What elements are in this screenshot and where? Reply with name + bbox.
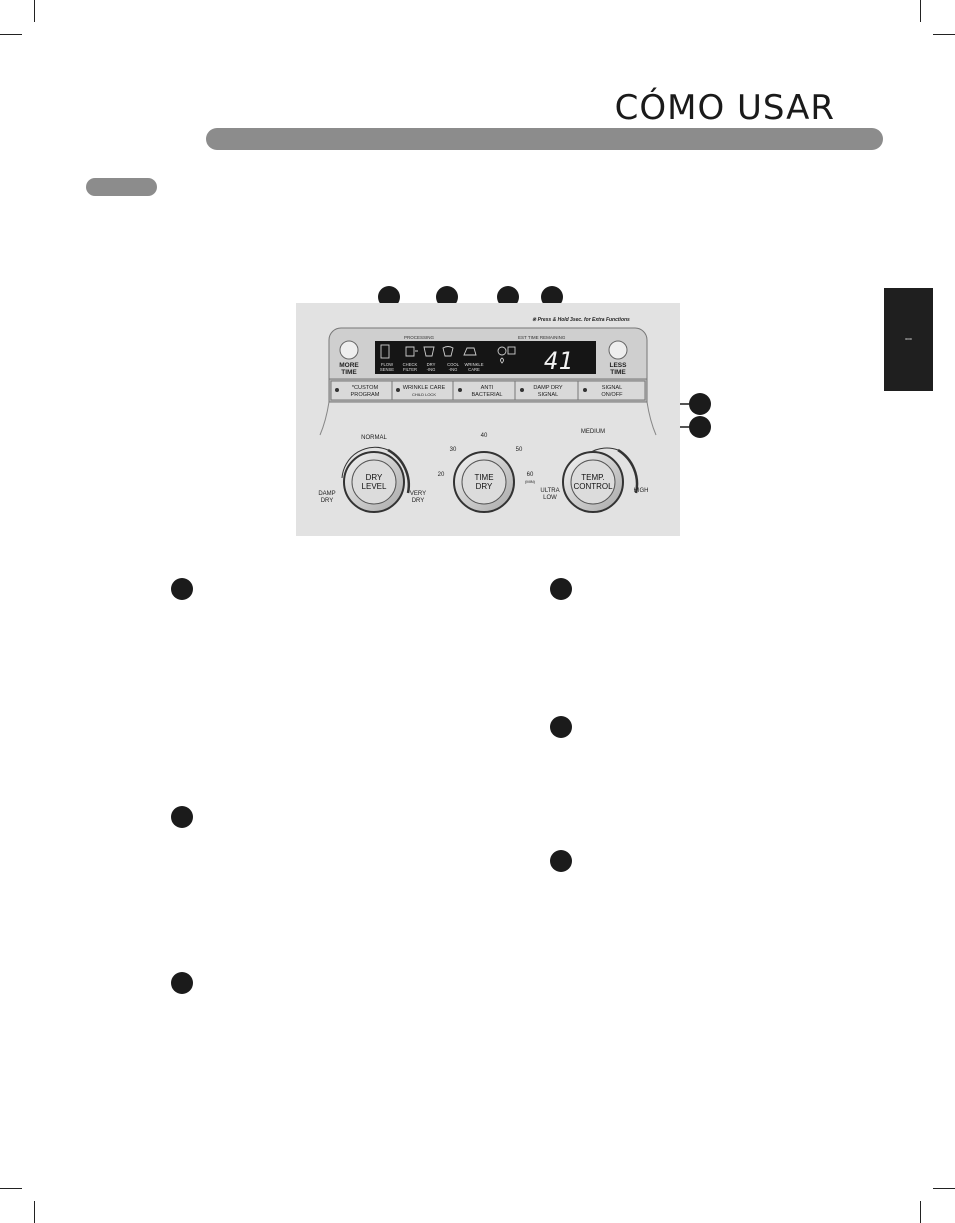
less-time-label: LESS [610,362,628,369]
dial-tick: 40 [481,433,488,439]
callout-marker [378,286,400,308]
lcd-display [375,341,596,374]
status-label: FILTER [403,367,417,372]
crop-mark [34,1201,35,1223]
status-label: FLOW [381,362,393,367]
status-label: CARE [468,367,480,372]
callout-marker [689,416,711,438]
option-label: DAMP DRY [533,385,563,391]
dial-label: DAMP [318,491,335,497]
cycle-status-icons [380,344,516,364]
chapter-tab: ꟷ [884,288,933,391]
knob-label: CONTROL [573,482,613,491]
crop-mark [34,0,35,22]
dial-label: VERY [410,491,426,497]
section-marker [171,578,193,600]
signal-on-off-button[interactable] [577,380,646,401]
more-time-button[interactable] [339,340,359,360]
section-marker [171,972,193,994]
status-label: CHECK [403,362,418,367]
section-header-bar [206,128,883,150]
status-label: SENSE [380,367,394,372]
less-time-button[interactable] [608,340,628,360]
crop-mark [920,0,921,22]
dial-label: NORMAL [361,435,387,441]
processing-label: PROCESSING [404,335,435,340]
knob-label: DRY [366,473,383,482]
page-title: CÓMO USAR [614,88,835,128]
crop-mark [933,1188,955,1189]
option-label: PROGRAM [351,392,380,398]
status-label: -ING [427,367,436,372]
status-label: COOL [447,362,460,367]
knob-label: DRY [476,482,493,491]
dial-tick: 50 [516,447,523,453]
press-hold-note: ※ Press & Hold 3sec. for Extra Functions [532,317,630,323]
knob-label: TIME [474,473,493,482]
crop-mark [920,1201,921,1223]
chapter-tab-text: ꟷ [905,335,912,344]
option-label: SIGNAL [602,385,623,391]
option-label: WRINKLE CARE [403,385,446,391]
option-label: ON/OFF [601,392,623,398]
dial-unit: (MIN) [525,479,536,484]
section-marker [550,578,572,600]
dial-label: ULTRA [540,488,559,494]
status-label: -ING [449,367,458,372]
callout-marker [689,393,711,415]
subsection-pill [86,178,157,196]
knob-label: TEMP. [581,473,604,482]
crop-mark [933,34,955,35]
callout-marker [497,286,519,308]
callout-marker [436,286,458,308]
option-label: BACTERIAL [471,392,502,398]
knob-label: LEVEL [362,482,387,491]
callout-marker [541,286,563,308]
dial-tick: 60 [527,472,534,478]
dial-label: MEDIUM [581,429,605,435]
dial-label: DRY [412,498,425,504]
control-panel-drawing: MORE TIME LESS TIME ※ Press & Hold 3sec.… [318,317,657,513]
dial-label: DRY [321,498,334,504]
option-label: *CUSTOM [352,385,379,391]
dial-label: LOW [543,495,557,501]
dryer-control-panel: MORE TIME LESS TIME ※ Press & Hold 3sec.… [296,303,680,536]
section-marker [171,806,193,828]
section-marker [550,716,572,738]
dial-label: HIGH [634,488,649,494]
status-label: WRINKLE [464,362,483,367]
option-label: CHILD LOCK [412,392,436,397]
section-marker [550,850,572,872]
status-label: DRY [427,362,436,367]
time-digits: 41 [544,347,573,375]
time-remaining-label: EST TIME REMAINING [518,335,566,340]
more-time-label: TIME [341,369,357,376]
option-label: ANTI [481,385,494,391]
crop-mark [0,1188,22,1189]
crop-mark [0,34,22,35]
more-time-label: MORE [339,362,359,369]
option-label: SIGNAL [538,392,559,398]
less-time-label: TIME [610,369,626,376]
dial-tick: 20 [438,472,445,478]
dial-tick: 30 [450,447,457,453]
